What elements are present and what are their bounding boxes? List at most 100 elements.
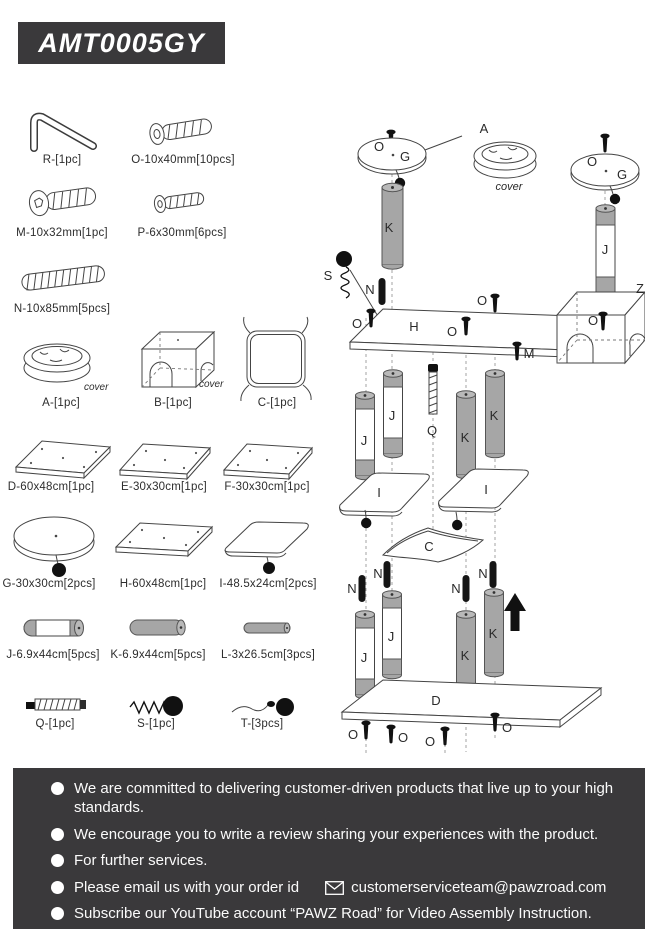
diagram-label-o: O — [374, 139, 384, 154]
part-label-l: L-3x26.5cm[3pcs] — [221, 649, 315, 661]
footer-text-1: We are committed to delivering customer-… — [74, 780, 614, 816]
footer-text-3: For further services. — [74, 852, 208, 869]
diagram-label-g: G — [617, 167, 627, 182]
diagram-label-g: G — [400, 149, 410, 164]
footer-text-4: Please email us with your order id — [74, 878, 300, 896]
diagram-label-k: K — [385, 220, 394, 235]
diagram-label-c: C — [424, 539, 433, 554]
part-m-bolt — [28, 187, 97, 217]
diagram-label-m: M — [524, 346, 535, 361]
part-label-m: M-10x32mm[1pc] — [16, 227, 108, 239]
part-label-t: T-[3pcs] — [240, 718, 284, 730]
footer-item-3: For further services. — [51, 851, 631, 870]
footer-bullet-list: We are committed to delivering customer-… — [51, 779, 631, 923]
diagram-label-o: O — [425, 734, 435, 749]
diagram-label-q: Q — [427, 423, 437, 438]
part-label-c: C-[1pc] — [257, 397, 297, 409]
part-label-p: P-6x30mm[6pcs] — [137, 227, 227, 239]
footer-item-4: Please email us with your order id custo… — [51, 878, 631, 897]
footer-text-2: We encourage you to write a review shari… — [74, 825, 599, 843]
part-g-round-board — [13, 516, 95, 577]
part-label-b: B-[1pc] — [154, 397, 192, 409]
diagram-label-i: I — [377, 485, 381, 500]
part-label-o: O-10x40mm[10pcs] — [131, 154, 235, 166]
assembly-diagram — [336, 129, 645, 756]
part-d-board — [14, 440, 112, 480]
diagram-label-cover: cover — [496, 181, 524, 193]
part-label-e: E-30x30cm[1pc] — [121, 481, 207, 493]
part-a-bed — [23, 343, 91, 383]
part-label-q: Q-[1pc] — [35, 718, 75, 730]
bullet-icon — [51, 907, 64, 920]
part-r-allen-key — [30, 112, 97, 152]
diagram-label-z: Z — [636, 281, 644, 296]
diagram-label-o: O — [502, 720, 512, 735]
footer-email: customerserviceteam@pawzroad.com — [351, 878, 607, 896]
part-label-n: N-10x85mm[5pcs] — [13, 303, 111, 315]
part-label-r: R-[1pc] — [42, 154, 82, 166]
footer-item-2: We encourage you to write a review shari… — [51, 825, 631, 844]
diagram-label-o: O — [352, 316, 362, 331]
part-q-rod — [26, 698, 86, 711]
diagram-label-k: K — [461, 430, 470, 445]
diagram-label-j: J — [389, 408, 396, 423]
footer-panel: We are committed to delivering customer-… — [13, 768, 645, 929]
footer-item-5: Subscribe our YouTube account “PAWZ Road… — [51, 904, 631, 923]
model-number: AMT0005GY — [38, 27, 205, 58]
part-i-board — [224, 521, 309, 574]
part-e-board — [118, 443, 212, 481]
diagram-label-n: N — [347, 581, 356, 596]
part-p-screw — [153, 192, 205, 213]
model-number-box: AMT0005GY — [18, 22, 225, 64]
diagram-label-k: K — [461, 648, 470, 663]
envelope-icon — [325, 880, 345, 895]
part-h-board — [114, 522, 214, 558]
part-f-board — [222, 443, 314, 481]
diagram-label-o: O — [477, 293, 487, 308]
diagram-label-k: K — [489, 626, 498, 641]
diagram-label-n: N — [365, 282, 374, 297]
diagram-label-k: K — [490, 408, 499, 423]
part-l-post — [243, 622, 291, 634]
diagram-label-o: O — [587, 154, 597, 169]
footer-item-1: We are committed to delivering customer-… — [51, 779, 631, 817]
diagram-label-o: O — [398, 730, 408, 745]
part-j-post — [23, 619, 84, 637]
part-note-b-cover: cover — [199, 379, 224, 390]
diagram-label-s: S — [324, 268, 333, 283]
diagram-label-j: J — [361, 650, 368, 665]
part-c-hammock-frame — [240, 316, 312, 402]
diagram-label-n: N — [451, 581, 460, 596]
diagram-label-i: I — [484, 482, 488, 497]
part-n-rod — [21, 265, 105, 291]
part-label-h: H-60x48cm[1pc] — [119, 578, 207, 590]
diagram-label-j: J — [602, 242, 609, 257]
part-label-i: I-48.5x24cm[2pcs] — [219, 578, 317, 590]
diagram-label-n: N — [478, 566, 487, 581]
part-label-s: S-[1pc] — [137, 718, 175, 730]
part-s-spring-toy — [129, 696, 183, 716]
part-label-g: G-30x30cm[2pcs] — [2, 578, 96, 590]
part-label-f: F-30x30cm[1pc] — [224, 481, 310, 493]
part-label-j: J-6.9x44cm[5pcs] — [6, 649, 100, 661]
q-rod — [428, 364, 438, 415]
diagram-label-d: D — [431, 693, 440, 708]
part-b-house — [140, 330, 216, 389]
instruction-art: OGAcoverKNSOHOOMOGJZOQJJKKIICNNNNJJKKDOO… — [13, 112, 645, 756]
part-label-a: A-[1pc] — [42, 397, 80, 409]
bullet-icon — [51, 854, 64, 867]
diagram-label-h: H — [409, 319, 418, 334]
footer-text-5: Subscribe our YouTube account “PAWZ Road… — [74, 905, 592, 922]
bullet-icon — [51, 827, 64, 841]
part-k-post — [129, 619, 186, 636]
part-label-d: D-60x48cm[1pc] — [7, 481, 95, 493]
diagram-label-o: O — [447, 324, 457, 339]
bullet-icon — [51, 782, 64, 795]
up-arrow-icon — [504, 593, 526, 631]
diagram-label-j: J — [361, 433, 368, 448]
part-t-ball-toy — [231, 698, 294, 716]
diagram-label-n: N — [373, 566, 382, 581]
diagram-label-o: O — [588, 313, 598, 328]
part-label-k: K-6.9x44cm[5pcs] — [110, 649, 206, 661]
